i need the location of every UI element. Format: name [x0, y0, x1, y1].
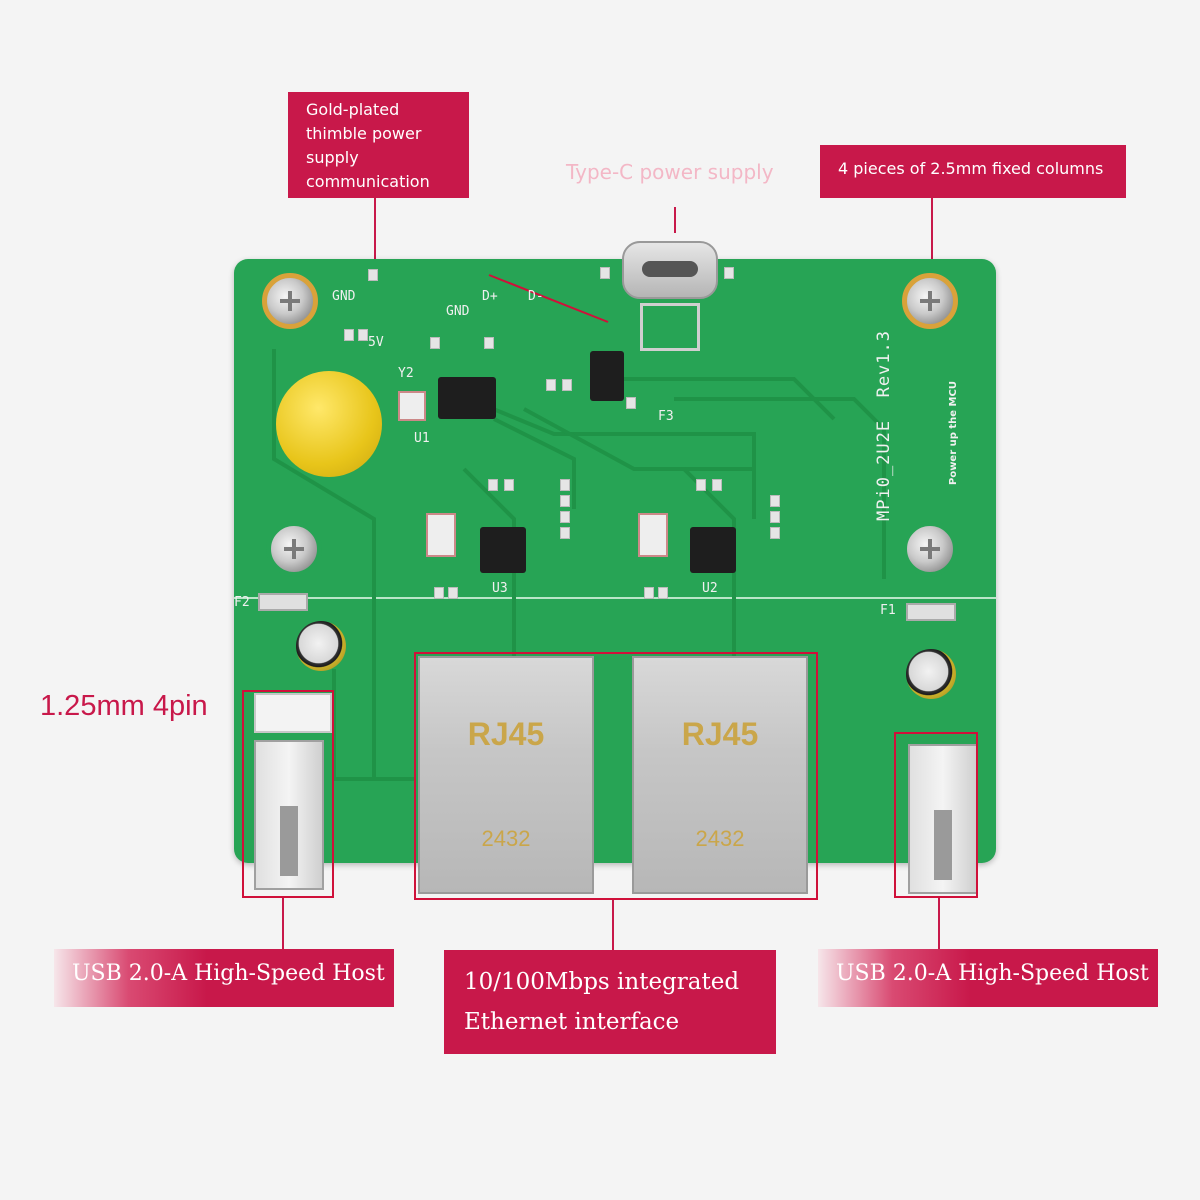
smd-pad	[644, 587, 654, 599]
silk-u2: U2	[702, 581, 718, 596]
callout-usb-left-text: USB 2.0-A High-Speed Host	[72, 961, 385, 986]
silk-u1: U1	[414, 431, 430, 446]
type-c-pins	[640, 303, 700, 351]
silk-u3: U3	[492, 581, 508, 596]
board-seam	[234, 597, 996, 599]
pin-label: 1.25mm 4pin	[40, 690, 208, 722]
usb-slot-right	[934, 810, 952, 880]
callout-usb-right: USB 2.0-A High-Speed Host	[818, 949, 1158, 1007]
leader-usb-right	[938, 898, 940, 950]
smd-pad	[488, 479, 498, 491]
smd-pad	[560, 479, 570, 491]
callout-columns-text: 4 pieces of 2.5mm fixed columns	[838, 159, 1104, 178]
rj45-left-label: RJ45	[467, 716, 545, 752]
mount-screw-top-right	[902, 273, 958, 329]
smd-pad	[358, 329, 368, 341]
silk-gnd-mid: GND	[446, 304, 470, 319]
type-c-port	[622, 241, 718, 299]
callout-ethernet-text: 10/100Mbps integrated Ethernet interface	[464, 969, 740, 1035]
silk-dminus: D-	[528, 289, 544, 304]
smd-pad	[560, 511, 570, 523]
highlight-usb-left	[242, 690, 334, 898]
smd-pad	[770, 511, 780, 523]
connector-4pin	[254, 693, 332, 733]
chip-u1	[438, 377, 496, 419]
silk-y2: Y2	[398, 366, 414, 381]
highlight-ethernet	[414, 652, 818, 900]
smd-pad	[484, 337, 494, 349]
chip-power	[590, 351, 624, 401]
silk-f2: F2	[234, 595, 250, 610]
board-side-note: Power up the MCU	[948, 381, 959, 485]
callout-usb-left: USB 2.0-A High-Speed Host	[54, 949, 394, 1007]
rj45-left: RJ45 2432	[418, 656, 594, 894]
smd-pad	[770, 527, 780, 539]
silk-f3: F3	[658, 409, 674, 424]
usb-port-right	[908, 744, 978, 894]
rj45-right: RJ45 2432	[632, 656, 808, 894]
smd-pad	[696, 479, 706, 491]
smd-pad	[448, 587, 458, 599]
screw-cross-icon	[920, 539, 940, 559]
smd-pad	[560, 495, 570, 507]
smd-pad	[434, 587, 444, 599]
crystal-right	[638, 513, 668, 557]
smd-pad	[504, 479, 514, 491]
smd-pad	[626, 397, 636, 409]
callout-usb-right-text: USB 2.0-A High-Speed Host	[836, 961, 1149, 986]
smd-pad	[560, 527, 570, 539]
silk-f1: F1	[880, 603, 896, 618]
callout-gold-thimble: Gold-plated thimble power supply communi…	[288, 92, 469, 198]
gold-test-pad	[276, 371, 382, 477]
capacitor-left	[296, 621, 346, 671]
silk-gnd-left: GND	[332, 289, 356, 304]
crystal-left	[426, 513, 456, 557]
callout-columns: 4 pieces of 2.5mm fixed columns	[820, 145, 1126, 198]
fuse-f2	[258, 593, 308, 611]
type-c-slot	[642, 261, 698, 277]
mount-screw-mid-left	[266, 521, 322, 577]
crystal-y2	[398, 391, 426, 421]
usb-slot-left	[280, 806, 298, 876]
chip-u3	[480, 527, 526, 573]
chip-u2	[690, 527, 736, 573]
smd-pad	[724, 267, 734, 279]
leader-ethernet	[612, 900, 614, 950]
callout-typec-text: Type-C power supply	[566, 160, 774, 184]
fuse-f1	[906, 603, 956, 621]
capacitor-right	[906, 649, 956, 699]
usb-port-left	[254, 740, 324, 890]
board-model-text: MPi0_2U2E Rev1.3	[874, 330, 894, 521]
smd-pad	[546, 379, 556, 391]
leader-usb-left	[282, 898, 284, 950]
rj45-left-code: 2432	[481, 826, 531, 851]
highlight-usb-right	[894, 732, 978, 898]
smd-pad	[368, 269, 378, 281]
callout-ethernet: 10/100Mbps integrated Ethernet interface	[444, 950, 776, 1054]
silk-dplus: D+	[482, 289, 498, 304]
rj45-right-code: 2432	[695, 826, 745, 851]
smd-pad	[430, 337, 440, 349]
silk-5v: 5V	[368, 335, 384, 350]
screw-cross-icon	[284, 539, 304, 559]
smd-pad	[770, 495, 780, 507]
leader-columns	[931, 198, 933, 278]
smd-pad	[344, 329, 354, 341]
smd-pad	[600, 267, 610, 279]
pcb-board: GND 5V D+ D- GND Y2 U1 U3 U2 F3 F2 F1 MP…	[234, 241, 996, 863]
screw-cross-icon	[920, 291, 940, 311]
leader-typec	[674, 207, 676, 233]
smd-pad	[712, 479, 722, 491]
smd-pad	[658, 587, 668, 599]
mount-screw-top-left	[262, 273, 318, 329]
smd-pad	[562, 379, 572, 391]
callout-gold-thimble-text: Gold-plated thimble power supply communi…	[306, 100, 430, 191]
mount-screw-mid-right	[902, 521, 958, 577]
screw-cross-icon	[280, 291, 300, 311]
rj45-right-label: RJ45	[681, 716, 759, 752]
